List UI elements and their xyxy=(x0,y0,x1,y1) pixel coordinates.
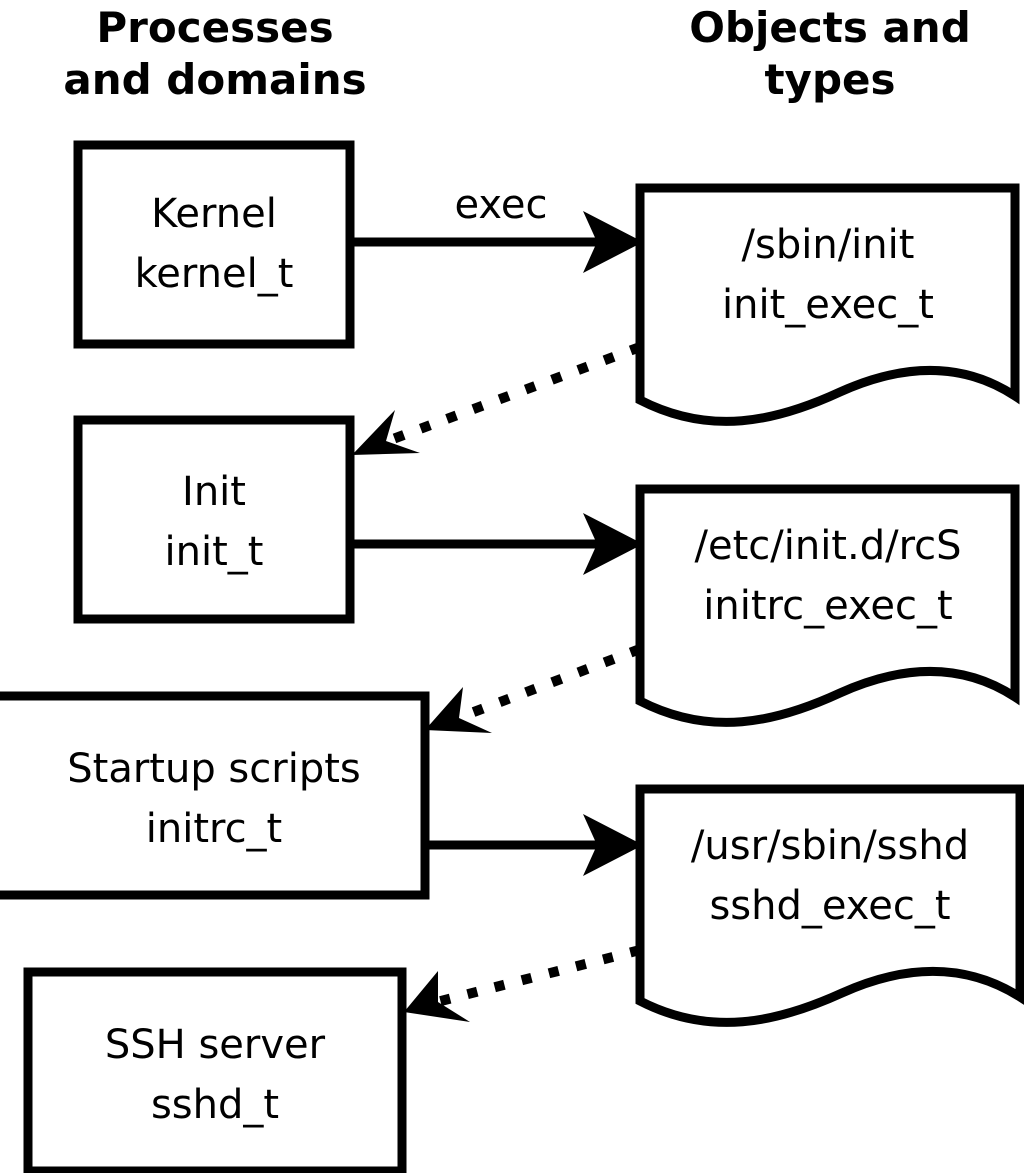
node-label-line1: SSH server xyxy=(105,1022,326,1068)
node-box xyxy=(0,691,430,900)
edge-sshd-exec-transition-sshd xyxy=(404,945,642,1022)
node-label-line1: /usr/sbin/sshd xyxy=(691,823,969,869)
edge-line xyxy=(435,945,642,1007)
node-label-line2: init_t xyxy=(165,529,264,575)
arrowhead-icon xyxy=(404,971,470,1022)
document-shape xyxy=(635,183,1020,426)
arrowhead-icon xyxy=(583,814,643,876)
node-box xyxy=(73,415,355,624)
node-label-line1: Kernel xyxy=(151,191,277,237)
node-label-line1: Startup scripts xyxy=(67,746,360,792)
edge-label-exec: exec xyxy=(455,182,548,228)
document-shape xyxy=(635,484,1020,727)
process-node-sshd[interactable]: SSH server sshd_t xyxy=(23,967,407,1173)
object-node-init-exec[interactable]: /sbin/init init_exec_t xyxy=(635,183,1020,426)
edge-init-exec-initrc-exec xyxy=(350,513,643,575)
column-title-processes-line2: and domains xyxy=(63,55,366,104)
edge-line xyxy=(456,644,642,723)
edge-initrc-exec-sshd-exec xyxy=(425,814,643,876)
object-node-sshd-exec[interactable]: /usr/sbin/sshd sshd_exec_t xyxy=(635,784,1024,1027)
node-box xyxy=(73,140,355,349)
column-title-objects-line2: types xyxy=(764,55,895,104)
node-label-line1: Init xyxy=(182,469,246,515)
node-label-line2: kernel_t xyxy=(135,251,294,297)
edge-initrc-exec-transition-initrc xyxy=(425,644,642,733)
node-label-line2: sshd_exec_t xyxy=(709,883,950,929)
process-node-init[interactable]: Init init_t xyxy=(73,415,355,624)
arrowhead-icon xyxy=(425,687,492,733)
node-label-line2: init_exec_t xyxy=(722,282,934,328)
node-label-line1: /sbin/init xyxy=(742,222,915,268)
node-box xyxy=(23,967,407,1173)
column-title-objects-line1: Objects and xyxy=(689,3,971,52)
node-label-line2: initrc_t xyxy=(146,806,283,852)
process-node-initrc[interactable]: Startup scripts initrc_t xyxy=(0,691,430,900)
edge-kernel-exec-init-exec: exec xyxy=(350,182,643,273)
object-node-initrc-exec[interactable]: /etc/init.d/rcS initrc_exec_t xyxy=(635,484,1020,727)
node-label-line1: /etc/init.d/rcS xyxy=(694,523,961,569)
node-label-line2: sshd_t xyxy=(151,1082,279,1128)
edge-line xyxy=(383,342,642,447)
process-node-kernel[interactable]: Kernel kernel_t xyxy=(73,140,355,349)
arrowhead-icon xyxy=(583,513,643,575)
arrowhead-icon xyxy=(352,410,420,455)
node-label-line2: initrc_exec_t xyxy=(703,583,952,629)
edge-init-exec-transition-init xyxy=(352,342,642,455)
document-shape xyxy=(635,784,1024,1027)
arrowhead-icon xyxy=(583,211,643,273)
column-title-processes-line1: Processes xyxy=(96,3,333,52)
